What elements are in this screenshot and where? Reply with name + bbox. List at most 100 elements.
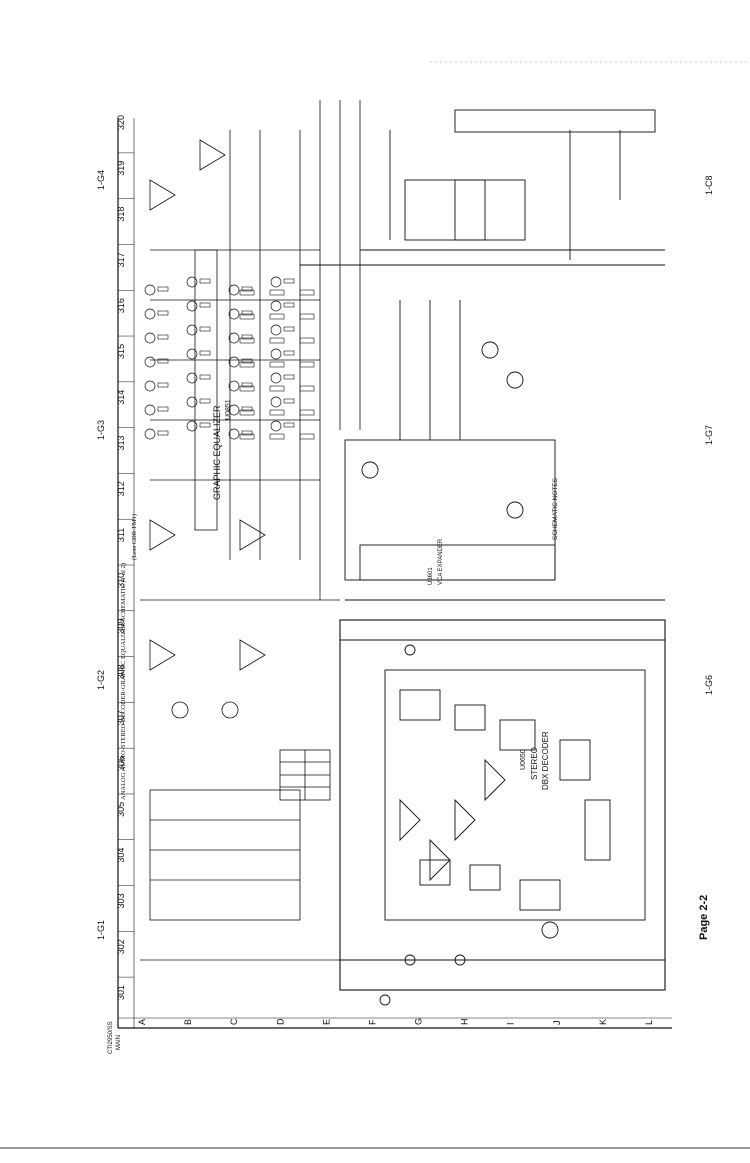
row-letter: B bbox=[183, 1019, 193, 1025]
transistor-symbol bbox=[270, 348, 282, 360]
column-number: 307 bbox=[116, 710, 126, 725]
component-symbol bbox=[269, 313, 285, 320]
equalizer-transistors bbox=[144, 276, 315, 440]
connector-header bbox=[454, 109, 656, 133]
component-symbol bbox=[299, 409, 315, 416]
schematic-notes-heading: SCHEMATIC NOTES bbox=[552, 478, 559, 540]
decoder-region bbox=[339, 619, 666, 1006]
decoder-outer-bus bbox=[339, 619, 666, 991]
transistor-symbol bbox=[228, 428, 240, 440]
transistor-symbol bbox=[506, 371, 524, 389]
component-symbol bbox=[269, 289, 285, 296]
component-symbol bbox=[239, 361, 255, 368]
column-number: 311 bbox=[116, 528, 126, 542]
opamp-symbol bbox=[149, 179, 176, 211]
row-letter: C bbox=[229, 1018, 239, 1025]
component-symbol bbox=[239, 409, 255, 416]
resistor-symbol bbox=[241, 286, 253, 292]
connector-region bbox=[300, 109, 665, 266]
resistor-symbol bbox=[283, 302, 295, 308]
row-letter: G bbox=[414, 1018, 424, 1025]
transistor-symbol bbox=[228, 356, 240, 368]
transistor-symbol bbox=[361, 461, 379, 479]
component-symbol bbox=[239, 337, 255, 344]
column-number: 313 bbox=[116, 435, 126, 450]
column-number: 320 bbox=[116, 115, 126, 130]
opamp-symbol bbox=[149, 639, 176, 671]
row-letter: E bbox=[321, 1019, 331, 1025]
resistor-symbol bbox=[199, 302, 211, 308]
expander-area bbox=[344, 439, 556, 581]
resistor-symbol bbox=[199, 398, 211, 404]
transistor-symbol bbox=[228, 308, 240, 320]
graphic-equalizer-label: GRAPHIC EQUALIZER bbox=[212, 405, 222, 500]
connector-symbol bbox=[404, 644, 416, 656]
resistor-symbol bbox=[157, 334, 169, 340]
equalizer-region bbox=[149, 100, 361, 600]
sheet-subtitle: (Less CDR-FM1) bbox=[131, 513, 138, 560]
row-letter: A bbox=[137, 1019, 147, 1025]
transistor-symbol bbox=[270, 372, 282, 384]
resistor-symbol bbox=[283, 398, 295, 404]
resistor-symbol bbox=[157, 310, 169, 316]
zone-label: 1-G3 bbox=[96, 420, 106, 440]
component-symbol bbox=[239, 313, 255, 320]
zone-label: 1-G4 bbox=[96, 170, 106, 190]
resistor-symbol bbox=[283, 278, 295, 284]
resistor-symbol bbox=[283, 326, 295, 332]
column-number: 302 bbox=[116, 939, 126, 954]
component-symbol bbox=[239, 385, 255, 392]
input-switch-region bbox=[140, 599, 340, 961]
resistor-symbol bbox=[157, 286, 169, 292]
resistor-symbol bbox=[241, 406, 253, 412]
resistor-symbol bbox=[241, 310, 253, 316]
component-symbol bbox=[299, 433, 315, 440]
component-symbol bbox=[299, 385, 315, 392]
transistor-symbol bbox=[144, 332, 156, 344]
stereo-decoder-ref: U0650 bbox=[520, 749, 527, 770]
opamp-symbol bbox=[484, 758, 506, 802]
resistor-symbol bbox=[283, 422, 295, 428]
resistor-symbol bbox=[199, 350, 211, 356]
column-number: 315 bbox=[116, 344, 126, 359]
opamp-symbol bbox=[199, 139, 226, 171]
transistor-symbol bbox=[186, 396, 198, 408]
row-letter: K bbox=[598, 1019, 608, 1025]
component-symbol bbox=[269, 337, 285, 344]
transistor-symbol bbox=[186, 420, 198, 432]
column-number: 310 bbox=[116, 573, 126, 588]
transistor-symbol bbox=[144, 308, 156, 320]
resistor-symbol bbox=[157, 358, 169, 364]
transistor-symbol bbox=[481, 341, 499, 359]
row-letter: I bbox=[506, 1022, 516, 1025]
resistor-symbol bbox=[241, 334, 253, 340]
opamp-symbol bbox=[399, 798, 421, 842]
opamp-symbol bbox=[239, 519, 266, 551]
opamp-symbol bbox=[149, 519, 176, 551]
opamp-symbol bbox=[429, 838, 451, 882]
graphic-equalizer-ref: U0851 bbox=[225, 399, 232, 420]
resistor-symbol bbox=[283, 350, 295, 356]
doc-code: CTI2950/SS bbox=[108, 1021, 114, 1054]
component-symbol bbox=[269, 433, 285, 440]
component-symbol bbox=[239, 433, 255, 440]
resistor-symbol bbox=[199, 422, 211, 428]
component-symbol bbox=[299, 337, 315, 344]
row-letter: L bbox=[644, 1020, 654, 1025]
row-letter: H bbox=[460, 1019, 470, 1026]
transistor-symbol bbox=[228, 284, 240, 296]
column-number: 305 bbox=[116, 802, 126, 817]
column-number: 301 bbox=[116, 985, 126, 1000]
zone-label: 1-G2 bbox=[96, 670, 106, 690]
resistor-symbol bbox=[241, 358, 253, 364]
transistor-symbol bbox=[541, 921, 559, 939]
sheet-title: ANALOG AUDIO-STEREO DECODER-GRAPHIC EQUA… bbox=[120, 562, 127, 800]
resistor-symbol bbox=[199, 278, 211, 284]
transistor-symbol bbox=[144, 428, 156, 440]
connector-symbol bbox=[379, 994, 391, 1006]
column-number: 319 bbox=[116, 161, 126, 176]
transistor-symbol bbox=[186, 276, 198, 288]
transistor-symbol bbox=[186, 372, 198, 384]
transistor-symbol bbox=[221, 701, 239, 719]
